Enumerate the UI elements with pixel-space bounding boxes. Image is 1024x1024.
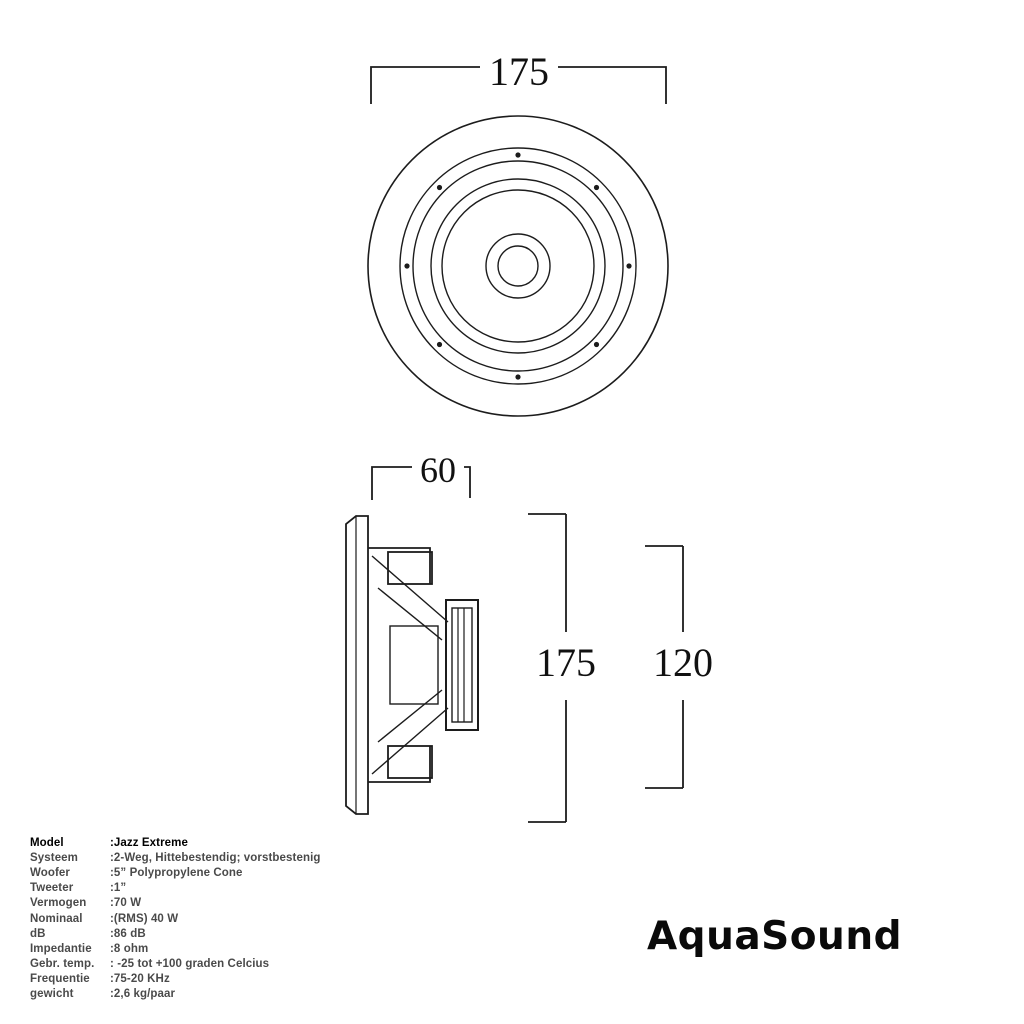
aquasound-logo: AquaSound xyxy=(646,914,902,959)
spec-value: :(RMS) 40 W xyxy=(110,912,179,925)
screw-dot xyxy=(593,184,600,191)
screw-dot xyxy=(436,341,443,348)
outer-trim-ring xyxy=(367,115,669,417)
cone-surround-inner xyxy=(441,189,595,343)
magnet-stripe xyxy=(457,608,465,722)
spec-value: :2-Weg, Hittebestendig; vorstbestenig xyxy=(110,851,321,864)
side-depth-dimension: 60 xyxy=(371,450,471,500)
spec-row-systeem: Systeem :2-Weg, Hittebestendig; vorstbes… xyxy=(30,850,450,865)
spec-label: Impedantie xyxy=(30,942,92,955)
dimension-line xyxy=(528,513,567,823)
tweeter-dome xyxy=(497,245,539,287)
spec-value: :75-20 KHz xyxy=(110,973,170,986)
screw-dot xyxy=(626,263,632,269)
mount-clamp-top xyxy=(387,551,433,585)
spec-table: Model :Jazz Extreme Systeem :2-Weg, Hitt… xyxy=(30,835,450,1002)
spec-row-woofer: Woofer :5” Polypropylene Cone xyxy=(30,865,450,880)
front-width-dimension: 175 xyxy=(370,49,667,104)
spec-label: Woofer xyxy=(30,866,70,879)
magnet-outer xyxy=(445,599,479,731)
tweeter-ring xyxy=(485,233,551,299)
screw-dot xyxy=(593,341,600,348)
spec-value: :70 W xyxy=(110,897,142,910)
basket-window xyxy=(389,625,439,705)
spec-row-db: dB :86 dB xyxy=(30,926,450,941)
spec-label: gewicht xyxy=(30,988,74,1001)
spec-value: : -25 tot +100 graden Celcius xyxy=(110,958,270,971)
spec-row-impedantie: Impedantie :8 ohm xyxy=(30,941,450,956)
screw-dot xyxy=(404,263,410,269)
cone-inner-lower xyxy=(377,689,443,743)
side-depth-value: 60 xyxy=(420,450,456,490)
basket-top-edge xyxy=(368,547,431,584)
spec-label: Vermogen xyxy=(30,897,87,910)
spec-row-nominaal: Nominaal :(RMS) 40 W xyxy=(30,911,450,926)
front-width-value: 175 xyxy=(489,49,549,94)
side-cutout-dimension: 120 xyxy=(645,545,713,789)
spec-label: Tweeter xyxy=(30,882,74,895)
speaker-front-view xyxy=(367,115,669,417)
spec-value: :8 ohm xyxy=(110,942,149,955)
spec-row-model: Model :Jazz Extreme xyxy=(30,835,450,850)
spec-row-tweeter: Tweeter :1” xyxy=(30,881,450,896)
dimension-bracket xyxy=(370,66,667,104)
spec-value: :2,6 kg/paar xyxy=(110,988,176,1001)
cone-surround-outer xyxy=(430,178,606,354)
screw-dot xyxy=(436,184,443,191)
spec-label: Gebr. temp. xyxy=(30,958,95,971)
spec-label: Frequentie xyxy=(30,973,90,986)
magnet-inner xyxy=(451,607,473,723)
side-cutout-value: 120 xyxy=(653,640,713,685)
spec-label: Systeem xyxy=(30,851,79,864)
screw-dot xyxy=(515,374,521,380)
spec-row-frequentie: Frequentie :75-20 KHz xyxy=(30,972,450,987)
mount-clamp-bottom xyxy=(387,745,433,779)
dimension-bracket xyxy=(371,466,471,500)
spec-label: Model xyxy=(30,836,64,849)
flange-ring-inner xyxy=(412,160,624,372)
flange-profile xyxy=(345,515,369,815)
cone-wall-lower xyxy=(371,707,449,775)
spec-row-gewicht: gewicht :2,6 kg/paar xyxy=(30,987,450,1002)
spec-row-gebr-temp: Gebr. temp. : -25 tot +100 graden Celciu… xyxy=(30,957,450,972)
spec-value: :5” Polypropylene Cone xyxy=(110,866,243,879)
screw-dot xyxy=(515,152,521,158)
dimension-line xyxy=(645,545,684,789)
spec-row-vermogen: Vermogen :70 W xyxy=(30,896,450,911)
spec-label: dB xyxy=(30,927,46,940)
flange-ring-outer xyxy=(399,147,637,385)
side-diameter-value: 175 xyxy=(536,640,596,685)
basket-bottom-edge xyxy=(368,746,431,783)
screw-holes xyxy=(404,152,632,380)
cone-wall-upper xyxy=(371,555,449,623)
side-diameter-dimension: 175 xyxy=(528,513,596,823)
spec-value: :86 dB xyxy=(110,927,146,940)
cone-inner-upper xyxy=(377,587,443,641)
spec-label: Nominaal xyxy=(30,912,83,925)
spec-value: :Jazz Extreme xyxy=(110,836,189,849)
spec-value: :1” xyxy=(110,882,127,895)
speaker-side-view xyxy=(345,515,479,815)
